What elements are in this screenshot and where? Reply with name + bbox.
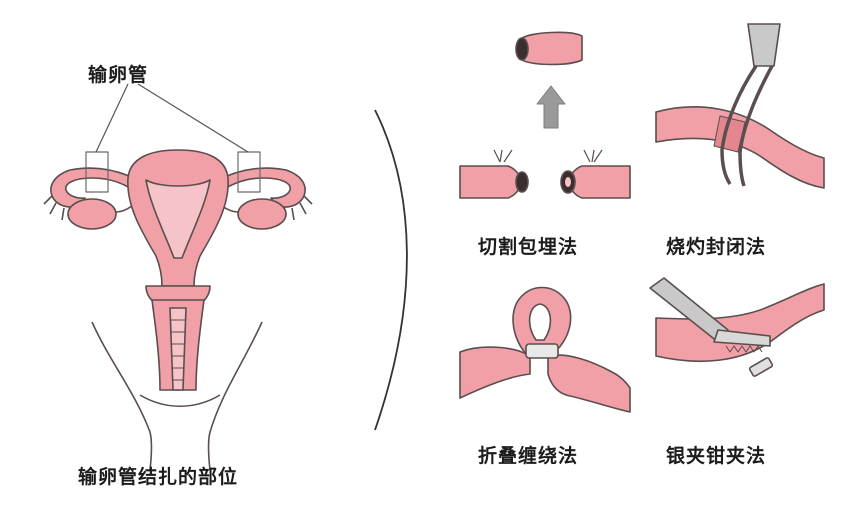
fimbriae-left bbox=[43, 195, 65, 221]
forceps-jaw-left bbox=[720, 65, 758, 185]
vaginal-canal bbox=[169, 307, 187, 391]
clip-applicator-shaft bbox=[649, 277, 729, 343]
fimbriae-right bbox=[291, 195, 313, 221]
up-arrow-icon bbox=[536, 85, 566, 129]
ligation-box-left bbox=[85, 151, 109, 193]
forceps-shaft bbox=[747, 23, 781, 67]
clip-teeth bbox=[725, 345, 763, 353]
groin-curve bbox=[139, 394, 221, 408]
tube-stump-left bbox=[459, 165, 523, 199]
tube-loop-inner bbox=[528, 303, 552, 341]
body-outline-left bbox=[91, 321, 153, 471]
method-fold-label: 折叠缠绕法 bbox=[478, 445, 579, 467]
fallopian-tube-label: 输卵管 bbox=[88, 64, 149, 86]
panel-fold bbox=[459, 286, 631, 413]
excised-segment-end bbox=[515, 37, 529, 61]
panel-cauterize bbox=[655, 23, 825, 189]
method-cauterize-label: 烧灼封闭法 bbox=[666, 236, 767, 258]
clip-applicator-jaw bbox=[713, 329, 771, 347]
pointer-line-left bbox=[95, 83, 129, 153]
ligation-site-caption: 输卵管结扎的部位 bbox=[78, 466, 239, 488]
tube-stump-left-lumen bbox=[515, 171, 529, 193]
body-outline-right bbox=[207, 321, 263, 471]
pointer-line-right bbox=[137, 83, 249, 153]
silver-clip bbox=[748, 357, 774, 377]
method-cut-bury-label: 切割包埋法 bbox=[478, 236, 579, 258]
method-clip-label: 银夹钳夹法 bbox=[666, 445, 767, 467]
uterine-cavity bbox=[145, 179, 211, 259]
separator-arc bbox=[374, 109, 408, 431]
panel-cut-bury bbox=[459, 31, 631, 199]
suture-right bbox=[583, 149, 603, 163]
tube-folded bbox=[459, 346, 531, 399]
ovary-left bbox=[67, 198, 117, 230]
ovary-right bbox=[237, 198, 287, 230]
suture-left bbox=[493, 149, 513, 163]
uterus-anatomy bbox=[43, 83, 313, 471]
forceps-jaw-right bbox=[738, 65, 774, 187]
vaginal-rugae bbox=[170, 319, 186, 381]
tube-stump-right bbox=[567, 165, 631, 199]
panel-clip bbox=[649, 277, 825, 377]
ligation-box-right bbox=[237, 151, 261, 193]
excised-segment bbox=[521, 31, 583, 66]
tube-clipped bbox=[655, 283, 825, 363]
tube-folded-right bbox=[547, 354, 631, 413]
ligature-band bbox=[525, 343, 559, 359]
